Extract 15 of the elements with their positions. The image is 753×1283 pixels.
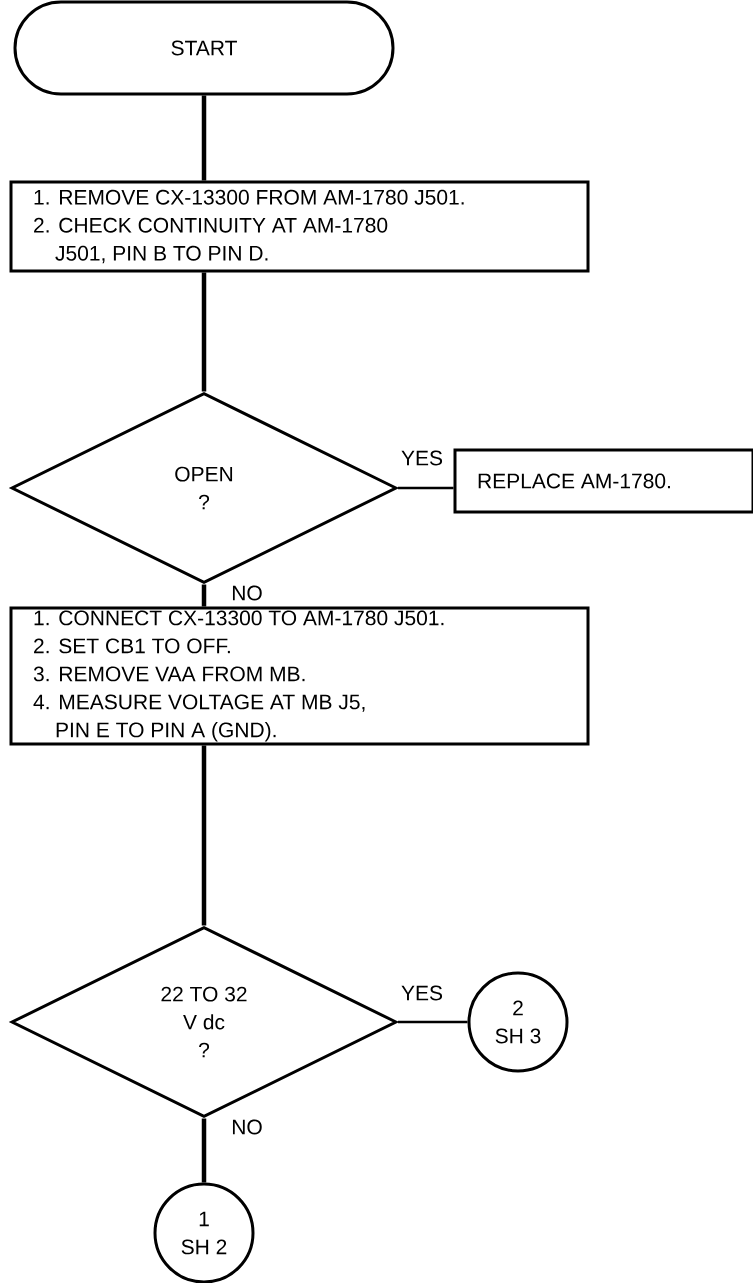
- flow-line: [201, 95, 207, 181]
- edge-label: NO: [230, 1118, 264, 1136]
- edge-label: YES: [400, 449, 444, 467]
- flow-line: [201, 745, 207, 926]
- flow-line: [398, 1020, 468, 1024]
- edge-label: NO: [230, 584, 264, 602]
- process-box: 1. CONNECT CX-13300 TO AM-1780 J501. 2. SET CB1 TO OFF. 3. REMOVE VAA FROM MB. 4. MEASURE VOLTAGE AT MB J5, PIN E TO PIN A (GND).: [9, 606, 590, 746]
- flow-line: [398, 486, 454, 490]
- flow-line: [201, 1118, 207, 1183]
- process-box: REPLACE AM-1780.: [453, 448, 753, 514]
- flow-line: [201, 584, 207, 607]
- start-terminal: START: [13, 0, 395, 96]
- process-box: 1. REMOVE CX-13300 FROM AM-1780 J501. 2. CHECK CONTINUITY AT AM-1780 J501, PIN B TO PIN D.: [9, 180, 590, 273]
- edge-label: YES: [400, 984, 444, 1002]
- flow-line: [201, 272, 207, 392]
